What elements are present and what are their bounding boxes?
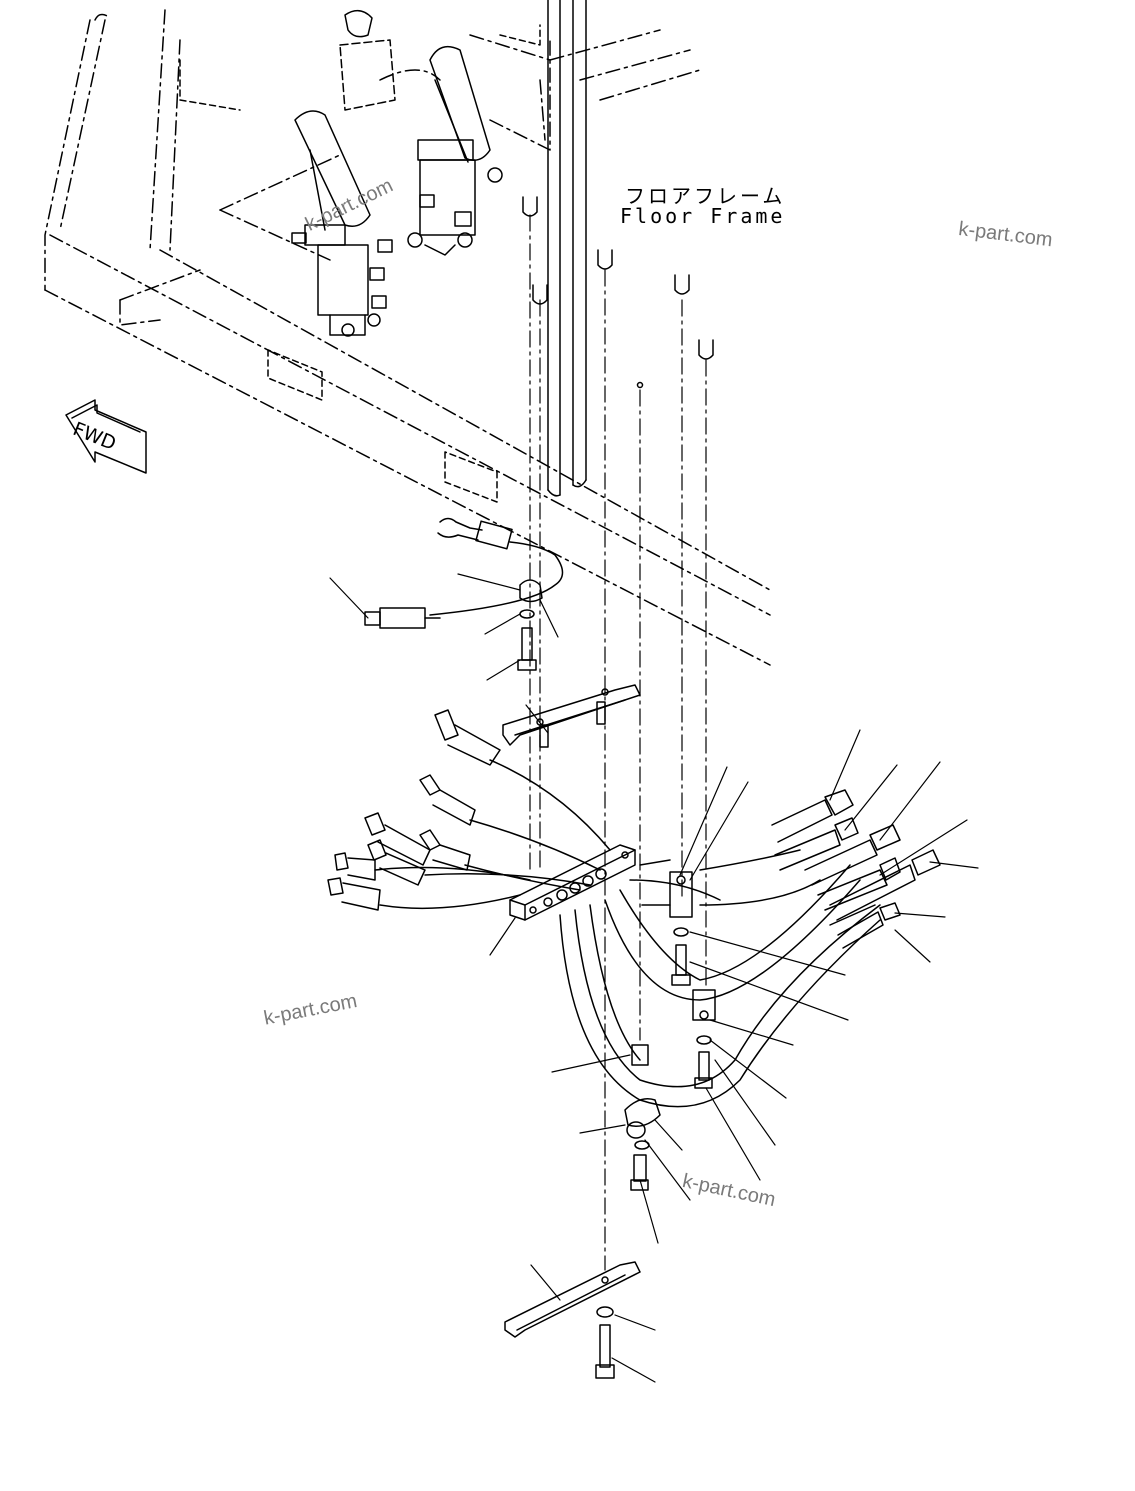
reference-lines <box>529 214 707 1271</box>
floor-frame-outline <box>44 9 771 666</box>
hose-loop <box>559 849 881 1108</box>
upper-bracket <box>502 684 641 748</box>
pilot-control-valves <box>291 9 503 337</box>
floor-frame-label-english: Floor Frame <box>620 204 786 228</box>
leader-lines <box>329 573 979 1383</box>
u-marks <box>522 196 714 389</box>
lower-bracket <box>504 1261 641 1379</box>
forward-arrow-icon <box>65 399 147 474</box>
small-hose-assembly <box>364 517 564 671</box>
right-hose-fittings <box>771 789 941 949</box>
routing-lines <box>547 0 587 497</box>
floor-frame-label-japanese: フロアフレーム <box>625 184 786 208</box>
clamp-block <box>509 844 636 921</box>
frame-pads <box>179 24 541 503</box>
left-hose-fittings <box>327 709 611 911</box>
